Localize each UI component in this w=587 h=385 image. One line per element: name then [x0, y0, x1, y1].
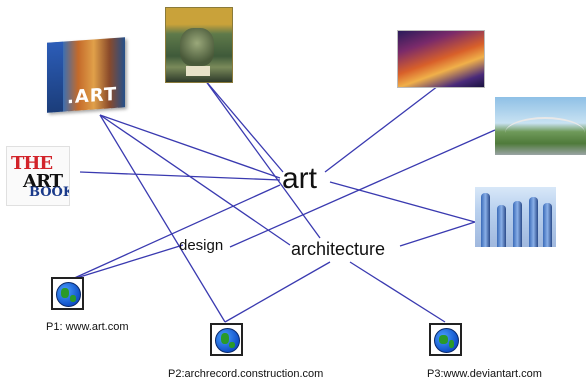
- book-spine: [47, 41, 63, 113]
- sculpture-face: [180, 28, 214, 66]
- edge-book-art-to-art: [99, 114, 281, 179]
- edge-p2-to-architecture: [224, 261, 331, 323]
- edge-p1-to-design: [69, 244, 184, 281]
- edge-p1-to-art: [69, 184, 281, 281]
- towers-architecture-image: [475, 187, 556, 247]
- bridge-arc: [505, 117, 585, 149]
- page-label-p1: P1: www.art.com: [46, 321, 129, 333]
- digital-art-image: [397, 30, 485, 88]
- tower: [543, 203, 552, 247]
- tower: [481, 193, 490, 247]
- globe-sphere: [434, 328, 459, 353]
- globe-sphere: [215, 328, 240, 353]
- edge-greek-to-architecture: [204, 79, 321, 239]
- edge-towers-to-architecture: [399, 221, 476, 247]
- edge-bridge-to-design: [229, 129, 496, 248]
- globe-sphere: [56, 282, 81, 307]
- edge-theart-to-art: [79, 171, 281, 181]
- edge-book-art-to-architecture: [99, 114, 291, 246]
- globe-icon: [429, 323, 462, 356]
- edge-sunset-to-art: [324, 85, 439, 173]
- edge-towers-to-art: [329, 181, 476, 223]
- the-art-book-image: THE ART BOOK: [6, 146, 70, 206]
- tower: [497, 205, 506, 247]
- the-art-book-line3: BOOK: [29, 185, 70, 200]
- concept-architecture: architecture: [291, 239, 386, 259]
- cover-tag: [186, 66, 210, 76]
- edge-greek-to-art: [204, 79, 284, 173]
- globe-icon: [51, 277, 84, 310]
- edge-book-art-to-p2: [99, 114, 226, 323]
- globe-icon: [210, 323, 243, 356]
- greek-art-book-image: [165, 7, 233, 83]
- art-book-title: .ART: [67, 83, 118, 109]
- edges: [69, 79, 496, 323]
- the-art-book-line2: ART: [23, 171, 63, 192]
- bridge-landscape-image: [495, 97, 586, 155]
- page-label-p3: P3:www.deviantart.com: [427, 368, 542, 380]
- concept-art: art: [282, 162, 318, 195]
- concept-design: design: [179, 237, 224, 254]
- tower: [513, 201, 522, 247]
- page-label-p2: P2:archrecord.construction.com: [168, 368, 324, 380]
- art-book-image: .ART: [47, 37, 125, 113]
- edge-p3-to-architecture: [349, 261, 446, 323]
- tower: [529, 197, 538, 247]
- the-art-book-line1: THE: [11, 153, 53, 174]
